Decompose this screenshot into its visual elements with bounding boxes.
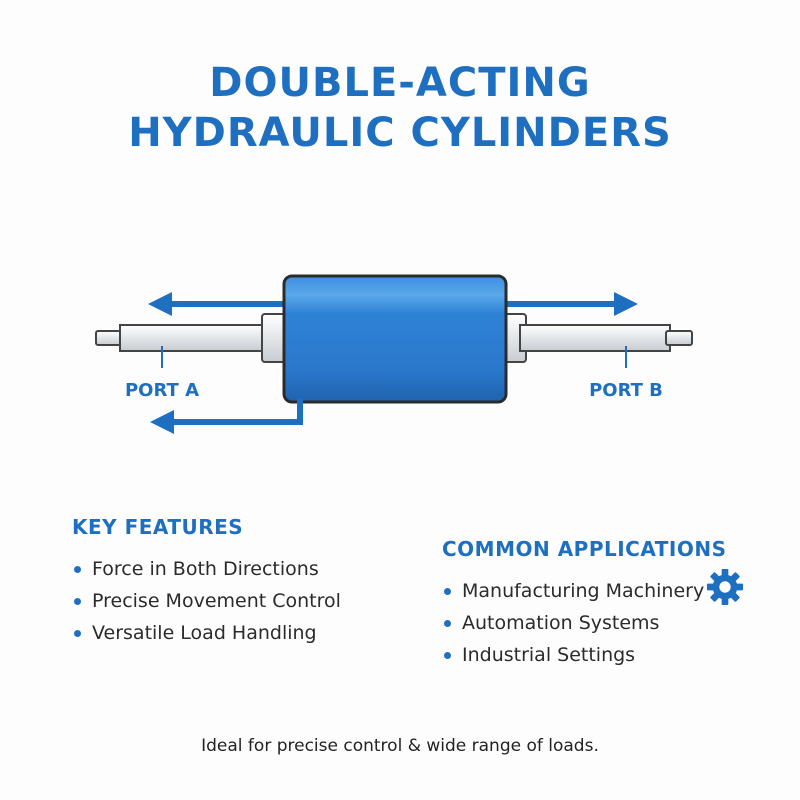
left-piston-rod: [95, 313, 287, 368]
list-item: Automation Systems: [442, 607, 727, 639]
list-item: Industrial Settings: [442, 639, 727, 671]
cylinder-body: [282, 274, 508, 404]
right-piston-rod: [501, 313, 693, 368]
page-title: DOUBLE-ACTING HYDRAULIC CYLINDERS: [0, 58, 800, 158]
footer-note: Ideal for precise control & wide range o…: [201, 736, 599, 756]
cylinder-diagram: PORT A PORT B: [95, 274, 693, 434]
port-a-label: PORT A: [125, 380, 199, 401]
list-item: Force in Both Directions: [72, 553, 341, 585]
key-features-heading: KEY FEATURES: [72, 515, 244, 539]
key-features-section: KEY FEATURES Force in Both Directions Pr…: [72, 515, 341, 649]
return-arrow-icon: [150, 398, 303, 434]
title-line-2: HYDRAULIC CYLINDERS: [128, 110, 672, 156]
list-item: Precise Movement Control: [72, 585, 341, 617]
key-features-list: Force in Both Directions Precise Movemen…: [72, 553, 341, 649]
list-item: Manufacturing Machinery: [442, 575, 727, 607]
common-applications-list: Manufacturing Machinery Automation Syste…: [442, 575, 727, 671]
arrow-left-icon: [148, 292, 284, 316]
arrow-right-icon: [506, 292, 638, 316]
title-line-1: DOUBLE-ACTING: [209, 60, 591, 106]
gear-icon: [706, 568, 744, 606]
common-applications-heading: COMMON APPLICATIONS: [442, 537, 727, 561]
common-applications-section: COMMON APPLICATIONS Manufacturing Machin…: [442, 537, 727, 671]
port-b-label: PORT B: [589, 380, 663, 401]
list-item: Versatile Load Handling: [72, 617, 341, 649]
